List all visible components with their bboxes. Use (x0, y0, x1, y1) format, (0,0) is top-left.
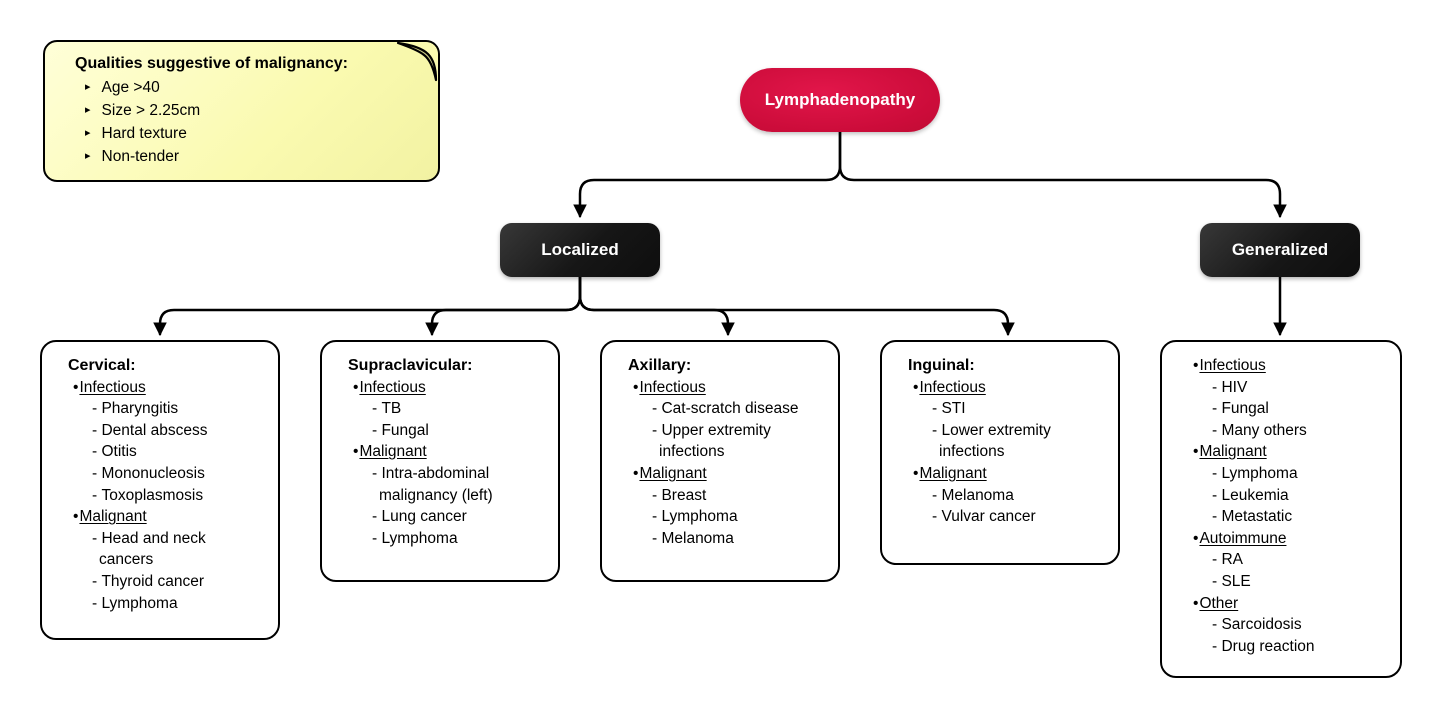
box-title: Inguinal: (908, 357, 975, 374)
note-title: Qualities suggestive of malignancy: (75, 55, 348, 72)
list-item: Head and neck cancers (68, 528, 266, 571)
list-item: SLE (1188, 571, 1388, 593)
section-header: Infectious (68, 377, 266, 399)
list-item: Melanoma (628, 528, 826, 550)
note-item: Hard texture (75, 123, 424, 146)
list-item: Drug reaction (1188, 636, 1388, 658)
section-label: Infectious (79, 378, 146, 396)
section-label: Other (1199, 594, 1239, 612)
section-header: Malignant (908, 463, 1106, 485)
edge-root-to-localized (573, 130, 842, 219)
edge-root-to-generalized (838, 130, 1287, 219)
section-header: Malignant (68, 506, 266, 528)
section-header: Infectious (908, 377, 1106, 399)
section-label: Malignant (79, 508, 147, 526)
list-item: Fungal (348, 420, 546, 442)
section-header: Malignant (348, 441, 546, 463)
edge-localized-to-inguinal (578, 275, 1015, 337)
section-header: Infectious (1188, 355, 1388, 377)
list-item: Thyroid cancer (68, 571, 266, 593)
node-label: Lymphadenopathy (764, 90, 916, 109)
section-label: Malignant (919, 464, 987, 482)
box-body: Axillary: InfectiousCat-scratch diseaseUp… (628, 355, 826, 549)
list-item: TB (348, 398, 546, 420)
section-header: Other (1188, 593, 1388, 615)
list-item: Lymphoma (628, 506, 826, 528)
list-item: Lower extremity infections (908, 420, 1106, 463)
list-item: Melanoma (908, 485, 1106, 507)
list-item: Lymphoma (348, 528, 546, 550)
edge-localized-to-supraclavicular (425, 275, 582, 337)
section-label: Infectious (359, 378, 426, 396)
edge-localized-to-axillary (578, 275, 735, 337)
list-item: Mononucleosis (68, 463, 266, 485)
section-header: Autoimmune (1188, 528, 1388, 550)
section-header: Malignant (1188, 441, 1388, 463)
list-item: Upper extremity infections (628, 420, 826, 463)
list-item: Metastatic (1188, 506, 1388, 528)
section-label: Malignant (1199, 443, 1267, 461)
section-label: Autoimmune (1199, 529, 1287, 547)
list-item: Toxoplasmosis (68, 485, 266, 507)
node-generalized: Generalized (1200, 223, 1360, 277)
box-body: Cervical: InfectiousPharyngitisDental abs… (68, 355, 266, 614)
list-item: Cat-scratch disease (628, 398, 826, 420)
list-item: Leukemia (1188, 485, 1388, 507)
section-header: Infectious (628, 377, 826, 399)
list-item: Fungal (1188, 398, 1388, 420)
edge-localized-to-cervical (153, 275, 582, 337)
list-item: RA (1188, 549, 1388, 571)
list-item: HIV (1188, 377, 1388, 399)
node-label: Localized (541, 240, 619, 259)
section-label: Infectious (639, 378, 706, 396)
list-item: STI (908, 398, 1106, 420)
node-lymphadenopathy: Lymphadenopathy (740, 68, 940, 132)
list-item: Breast (628, 485, 826, 507)
node-label: Generalized (1231, 240, 1329, 259)
section-label: Malignant (359, 443, 427, 461)
section-label: Infectious (1199, 357, 1266, 374)
section-label: Infectious (919, 378, 986, 396)
folded-corner-icon (394, 41, 438, 86)
category-box-axillary: Axillary: InfectiousCat-scratch diseaseUp… (600, 340, 840, 582)
list-item: Pharyngitis (68, 398, 266, 420)
note-item: Non-tender (75, 146, 424, 169)
box-title: Axillary: (628, 357, 692, 374)
list-item: Many others (1188, 420, 1388, 442)
list-item: Sarcoidosis (1188, 614, 1388, 636)
list-item: Lymphoma (68, 593, 266, 615)
list-item: Dental abscess (68, 420, 266, 442)
note-item: Age >40 (75, 77, 424, 100)
category-box-inguinal: Inguinal: InfectiousSTILower extremity in… (880, 340, 1120, 565)
list-item: Lung cancer (348, 506, 546, 528)
malignancy-note: Qualities suggestive of malignancy: Age … (43, 40, 440, 182)
box-body: Supraclavicular: InfectiousTBFungalMalign… (348, 355, 546, 549)
box-body: Inguinal: InfectiousSTILower extremity in… (908, 355, 1106, 528)
section-header: Infectious (348, 377, 546, 399)
section-header: Malignant (628, 463, 826, 485)
note-item: Size > 2.25cm (75, 100, 424, 123)
category-box-cervical: Cervical: InfectiousPharyngitisDental abs… (40, 340, 280, 640)
box-body: InfectiousHIVFungalMany othersMalignantL… (1188, 355, 1388, 657)
section-label: Malignant (639, 464, 707, 482)
box-title: Cervical: (68, 357, 136, 374)
category-box-generalized: InfectiousHIVFungalMany othersMalignantL… (1160, 340, 1402, 678)
list-item: Otitis (68, 441, 266, 463)
note-list: Age >40Size > 2.25cmHard textureNon-tend… (75, 77, 424, 169)
category-box-supraclavicular: Supraclavicular: InfectiousTBFungalMalign… (320, 340, 560, 582)
box-title: Supraclavicular: (348, 357, 473, 374)
node-localized: Localized (500, 223, 660, 277)
list-item: Lymphoma (1188, 463, 1388, 485)
list-item: Intra-abdominal malignancy (left) (348, 463, 546, 506)
list-item: Vulvar cancer (908, 506, 1106, 528)
